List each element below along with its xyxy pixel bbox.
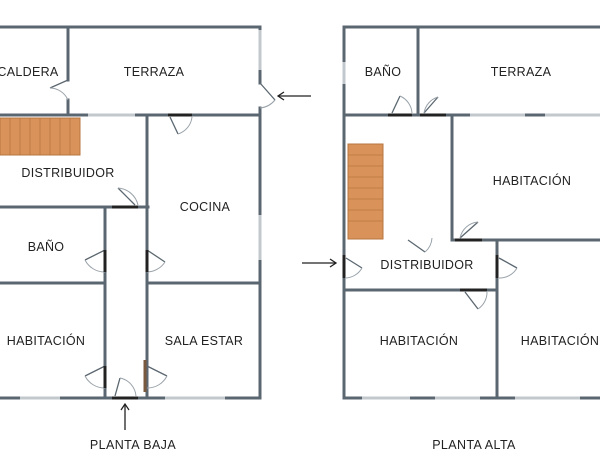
doors-alta: [342, 95, 518, 310]
caption-planta-baja: PLANTA BAJA: [90, 438, 176, 452]
windows-alta: [342, 62, 600, 400]
entrance-arrows-baja: [120, 91, 311, 430]
room-label-bano: BAÑO: [28, 240, 65, 254]
room-label-terraza: TERRAZA: [124, 65, 185, 79]
room-label-habitacion-1: HABITACIÓN: [493, 173, 571, 188]
doors-baja: [49, 79, 276, 400]
room-label-cocina: COCINA: [180, 200, 231, 214]
stairs-alta: [347, 143, 384, 240]
room-label-habitacion-3: HABITACIÓN: [521, 333, 599, 348]
room-label-habitacion: HABITACIÓN: [7, 333, 85, 348]
room-label-terraza-alta: TERRAZA: [491, 65, 552, 79]
room-label-distribuidor: DISTRIBUIDOR: [21, 166, 114, 180]
room-label-bano-alta: BAÑO: [365, 65, 402, 79]
planta-baja-plan: CALDERA TERRAZA DISTRIBUIDOR COCINA BAÑO…: [0, 25, 311, 452]
windows-baja: [20, 30, 262, 400]
room-label-caldera: CALDERA: [0, 65, 59, 79]
stairs-baja: [0, 117, 81, 156]
room-label-sala-estar: SALA ESTAR: [165, 334, 244, 348]
room-label-distribuidor-alta: DISTRIBUIDOR: [380, 258, 473, 272]
room-label-habitacion-2: HABITACIÓN: [380, 333, 458, 348]
planta-alta-plan: BAÑO TERRAZA HABITACIÓN DISTRIBUIDOR HAB…: [302, 25, 600, 452]
entrance-arrow-alta: [302, 258, 338, 268]
caption-planta-alta: PLANTA ALTA: [432, 438, 516, 452]
